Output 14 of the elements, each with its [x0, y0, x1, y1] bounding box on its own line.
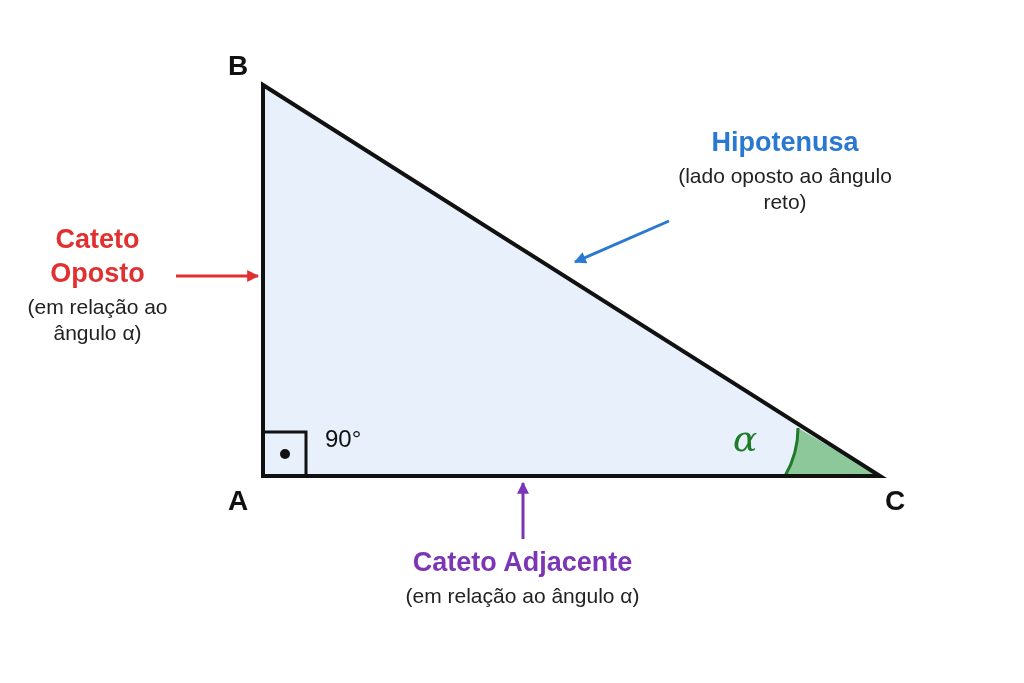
angle-symbol: α: [733, 418, 758, 459]
arrow: [517, 481, 529, 539]
vertex-label: B: [228, 50, 249, 82]
side-note: (em relação ao ângulo α): [404, 583, 641, 609]
side-name: Cateto Adjacente: [411, 546, 634, 579]
angle-label: 90°: [325, 425, 362, 453]
side-name: Hipotenusa: [710, 126, 860, 159]
arrow: [176, 270, 260, 282]
side-note: (lado oposto ao ângulo reto): [677, 163, 893, 215]
vertex-label: C: [885, 485, 906, 517]
side-name: Cateto Oposto: [49, 223, 146, 290]
vertex-label: A: [228, 485, 249, 517]
side-note: (em relação ao ângulo α): [26, 294, 169, 346]
arrow: [573, 219, 670, 264]
